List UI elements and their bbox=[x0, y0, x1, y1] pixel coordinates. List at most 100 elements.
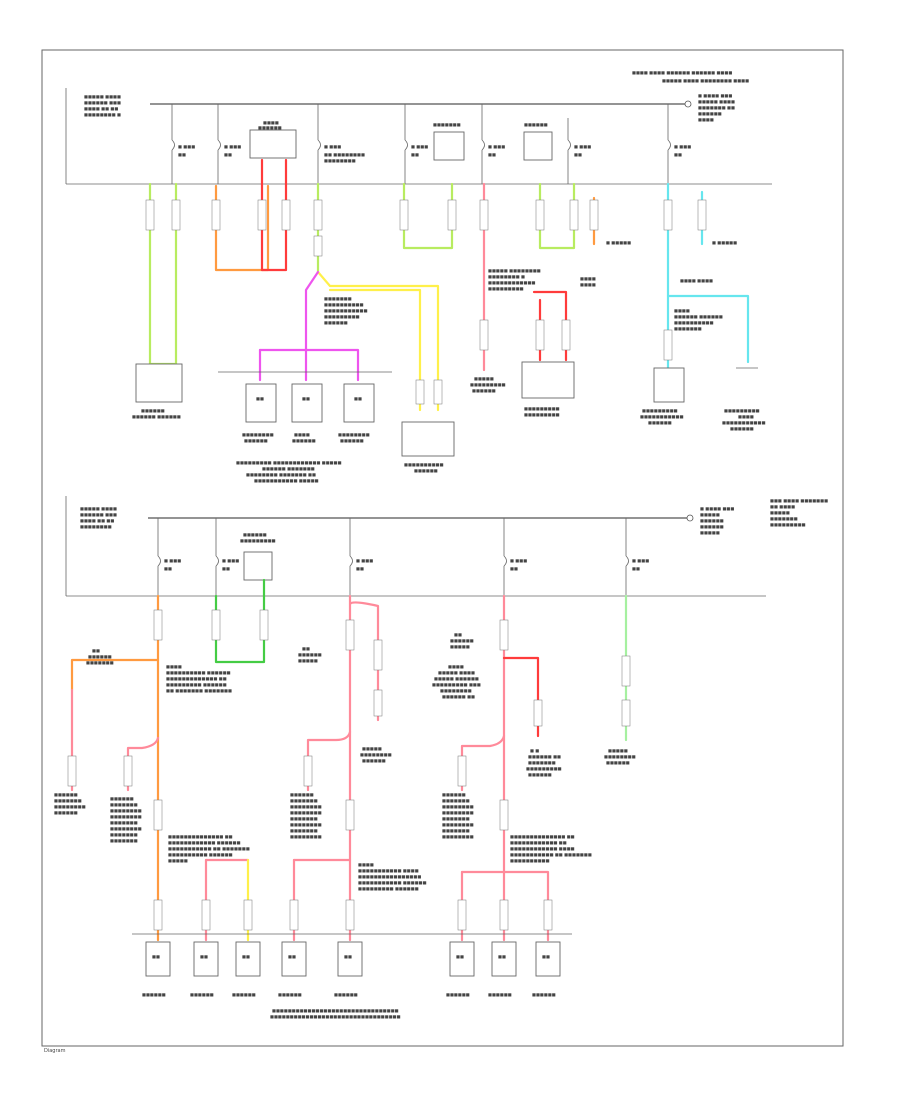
svg-text:■■■■■■■■■ ■■■■■■: ■■■■■■■■■ ■■■■■■ bbox=[358, 886, 419, 891]
svg-text:■■: ■■ bbox=[178, 152, 186, 157]
svg-text:■■■■: ■■■■ bbox=[580, 282, 596, 287]
svg-text:■■■■■: ■■■■■ bbox=[700, 530, 720, 535]
svg-text:■■■■■■■■■■ ■■■■■■: ■■■■■■■■■■ ■■■■■■ bbox=[166, 670, 231, 675]
bottom-labels: ■■■■■■■■■■■■■■■ ■■■■■■■■■■■■■■ ■■■■■■■■■… bbox=[54, 632, 636, 891]
svg-text:■■■■■■■: ■■■■■■■ bbox=[528, 760, 556, 765]
svg-text:■■■■■■■■: ■■■■■■■■ bbox=[290, 822, 322, 827]
svg-text:■■■■■■■: ■■■■■■■ bbox=[770, 516, 798, 521]
svg-text:■■■■■: ■■■■■ bbox=[700, 512, 720, 517]
svg-text:■■■■■■: ■■■■■■ bbox=[292, 438, 316, 443]
svg-text:■■■■: ■■■■ bbox=[674, 308, 690, 313]
svg-text:■■■■■■: ■■■■■■ bbox=[606, 760, 630, 765]
svg-text:■ ■■■: ■ ■■■ bbox=[324, 144, 341, 149]
svg-text:■■■■■■■: ■■■■■■■ bbox=[110, 832, 138, 837]
svg-text:■ ■■■: ■ ■■■ bbox=[356, 558, 373, 563]
svg-text:■■■■: ■■■■ bbox=[263, 120, 279, 125]
svg-text:■■■■■■■■■■: ■■■■■■■■■■ bbox=[674, 320, 714, 325]
svg-text:■■: ■■ bbox=[256, 396, 264, 401]
svg-text:■■■■■ ■■■■■■: ■■■■■ ■■■■■■ bbox=[434, 676, 479, 681]
svg-text:■ ■■■■■: ■ ■■■■■ bbox=[712, 240, 737, 245]
svg-text:■■■■■■■: ■■■■■■■ bbox=[290, 798, 318, 803]
svg-text:■ ■■■: ■ ■■■ bbox=[574, 144, 591, 149]
svg-text:■■■■■■ ■■■■■■: ■■■■■■ ■■■■■■ bbox=[674, 314, 723, 319]
svg-text:■ ■■■■ ■■■: ■ ■■■■ ■■■ bbox=[700, 506, 734, 511]
svg-text:■■■■■ ■■■■: ■■■■■ ■■■■ bbox=[84, 94, 121, 99]
bottom-fuse-panel: ■■■■■ ■■■■■■■■■■ ■■■■■■■ ■■ ■■■■■■■■■■ ■… bbox=[65, 496, 828, 597]
svg-text:■■■■: ■■■■ bbox=[698, 117, 714, 122]
svg-text:■■■■■■: ■■■■■■ bbox=[524, 122, 548, 127]
svg-text:■■■■■ ■■■■: ■■■■■ ■■■■ bbox=[698, 99, 735, 104]
svg-text:■■■■■■: ■■■■■■ bbox=[414, 468, 438, 473]
svg-text:■■■■■■■■: ■■■■■■■■ bbox=[110, 808, 142, 813]
svg-text:■■■■ ■■■■ ■■■■■■ ■■■■■■ ■■■■: ■■■■ ■■■■ ■■■■■■ ■■■■■■ ■■■■ bbox=[632, 70, 732, 75]
svg-text:■ ■: ■ ■ bbox=[530, 748, 539, 753]
svg-text:■■■■■■: ■■■■■■ bbox=[141, 408, 165, 413]
svg-text:■■■■■■■■ ■■■■■■■ ■■: ■■■■■■■■ ■■■■■■■ ■■ bbox=[246, 472, 316, 477]
svg-text:■■■ ■■■■ ■■■■■■■: ■■■ ■■■■ ■■■■■■■ bbox=[770, 498, 828, 503]
svg-text:■■■■■■■■■: ■■■■■■■■■ bbox=[642, 408, 678, 413]
svg-text:■■■■■■: ■■■■■■ bbox=[54, 792, 78, 797]
svg-text:■■■■■■: ■■■■■■ bbox=[190, 992, 214, 997]
svg-text:■■■■■■: ■■■■■■ bbox=[334, 992, 358, 997]
svg-text:■■■■■■■■: ■■■■■■■■ bbox=[442, 834, 474, 839]
svg-text:■■: ■■ bbox=[356, 566, 364, 571]
svg-text:■■■■: ■■■■ bbox=[358, 862, 374, 867]
svg-text:■■■■■■■■: ■■■■■■■■ bbox=[338, 432, 370, 437]
svg-text:■■■■■■: ■■■■■■ bbox=[258, 125, 282, 130]
svg-text:■■■■■■: ■■■■■■ bbox=[340, 438, 364, 443]
svg-text:■■■■■ ■■■■ ■■■■■■■■ ■■■■: ■■■■■ ■■■■ ■■■■■■■■ ■■■■ bbox=[662, 78, 749, 83]
svg-text:■■: ■■ bbox=[302, 646, 310, 651]
svg-text:■■■■■■■■■ ■■■■■■■■■■■■ ■■■■■: ■■■■■■■■■ ■■■■■■■■■■■■ ■■■■■ bbox=[236, 460, 342, 465]
svg-text:■■■■ ■■ ■■: ■■■■ ■■ ■■ bbox=[80, 518, 114, 523]
svg-text:■■ ■■■■■■■■: ■■ ■■■■■■■■ bbox=[324, 152, 365, 157]
svg-text:■■■■ ■■ ■■: ■■■■ ■■ ■■ bbox=[84, 106, 118, 111]
svg-text:■■■■■■: ■■■■■■ bbox=[54, 810, 78, 815]
svg-text:■■■■■■■■■■■ ■■■■: ■■■■■■■■■■■ ■■■■ bbox=[358, 868, 419, 873]
svg-text:■■■■■■■■: ■■■■■■■■ bbox=[360, 752, 392, 757]
bottom-connectors: ■■■■■■■■ ■■■■■■■■ ■■■■■■■■■■■■■■■■■■■■■■… bbox=[132, 933, 572, 1019]
svg-text:■■■■■■■■■■■: ■■■■■■■■■■■ bbox=[722, 420, 766, 425]
svg-text:■■■■■■■■■■■■■■■■■■■■■■■■■■■■■■: ■■■■■■■■■■■■■■■■■■■■■■■■■■■■■■■■■ bbox=[270, 1014, 401, 1019]
svg-text:■■: ■■ bbox=[542, 954, 550, 959]
svg-text:■■■■■■■■ ■: ■■■■■■■■ ■ bbox=[488, 274, 525, 279]
svg-text:■■■■■■■: ■■■■■■■ bbox=[674, 326, 702, 331]
svg-text:■ ■■■: ■ ■■■ bbox=[488, 144, 505, 149]
svg-text:■■■■■■■: ■■■■■■■ bbox=[442, 816, 470, 821]
svg-text:■■■■■■■■■■■: ■■■■■■■■■■■ bbox=[640, 414, 684, 419]
svg-text:■■■■■■: ■■■■■■ bbox=[700, 518, 724, 523]
svg-text:■■: ■■ bbox=[411, 152, 419, 157]
svg-text:■■■■■■■■: ■■■■■■■■ bbox=[80, 524, 112, 529]
svg-text:■■■■■■■■■: ■■■■■■■■■ bbox=[488, 286, 524, 291]
svg-text:■■■■■■: ■■■■■■ bbox=[142, 992, 166, 997]
svg-text:■ ■■■: ■ ■■■ bbox=[411, 144, 428, 149]
svg-text:■■■■■■: ■■■■■■ bbox=[450, 638, 474, 643]
svg-text:■■: ■■ bbox=[242, 954, 250, 959]
svg-text:■■■■■: ■■■■■ bbox=[608, 748, 628, 753]
svg-text:■■■■■■■■: ■■■■■■■■ bbox=[110, 826, 142, 831]
svg-text:■■■■■■: ■■■■■■ bbox=[698, 111, 722, 116]
svg-text:■■■■: ■■■■ bbox=[448, 664, 464, 669]
svg-text:■■■■■: ■■■■■ bbox=[362, 746, 382, 751]
svg-text:■■■■■■■■■■■■ ■■: ■■■■■■■■■■■■ ■■ bbox=[510, 840, 567, 845]
svg-text:■■■■■■■■: ■■■■■■■■ bbox=[324, 158, 356, 163]
svg-text:■■: ■■ bbox=[224, 152, 232, 157]
svg-text:■■■■■■■■■■■■ ■■■■■■: ■■■■■■■■■■■■ ■■■■■■ bbox=[168, 840, 241, 845]
svg-text:■■■■■■■■■: ■■■■■■■■■ bbox=[324, 314, 360, 319]
svg-text:■■: ■■ bbox=[454, 632, 462, 637]
svg-text:■■■■ ■■■■: ■■■■ ■■■■ bbox=[680, 278, 713, 283]
svg-text:■■■■■■■: ■■■■■■■ bbox=[86, 660, 114, 665]
svg-text:■■■■■■: ■■■■■■ bbox=[232, 992, 256, 997]
svg-text:■■■■■: ■■■■■ bbox=[474, 376, 494, 381]
svg-text:■■■■: ■■■■ bbox=[294, 432, 310, 437]
svg-text:■■: ■■ bbox=[510, 566, 518, 571]
svg-text:■ ■■■■ ■■■: ■ ■■■■ ■■■ bbox=[698, 93, 732, 98]
top-components: ■■■■■■■■■■■■ ■■■■■■ ■■■■■■ ■■■■■■■■■■■■■… bbox=[132, 240, 766, 483]
svg-text:■■: ■■ bbox=[354, 396, 362, 401]
svg-text:■■: ■■ bbox=[456, 954, 464, 959]
svg-text:■■■■■■■■■■■■■■ ■■: ■■■■■■■■■■■■■■ ■■ bbox=[510, 834, 575, 839]
svg-text:■■■■■■■: ■■■■■■■ bbox=[442, 828, 470, 833]
svg-text:■■■■■■: ■■■■■■ bbox=[442, 792, 466, 797]
svg-text:■■■■■■: ■■■■■■ bbox=[700, 524, 724, 529]
svg-text:■ ■■■: ■ ■■■ bbox=[222, 558, 239, 563]
svg-text:■■■■■■: ■■■■■■ bbox=[298, 652, 322, 657]
